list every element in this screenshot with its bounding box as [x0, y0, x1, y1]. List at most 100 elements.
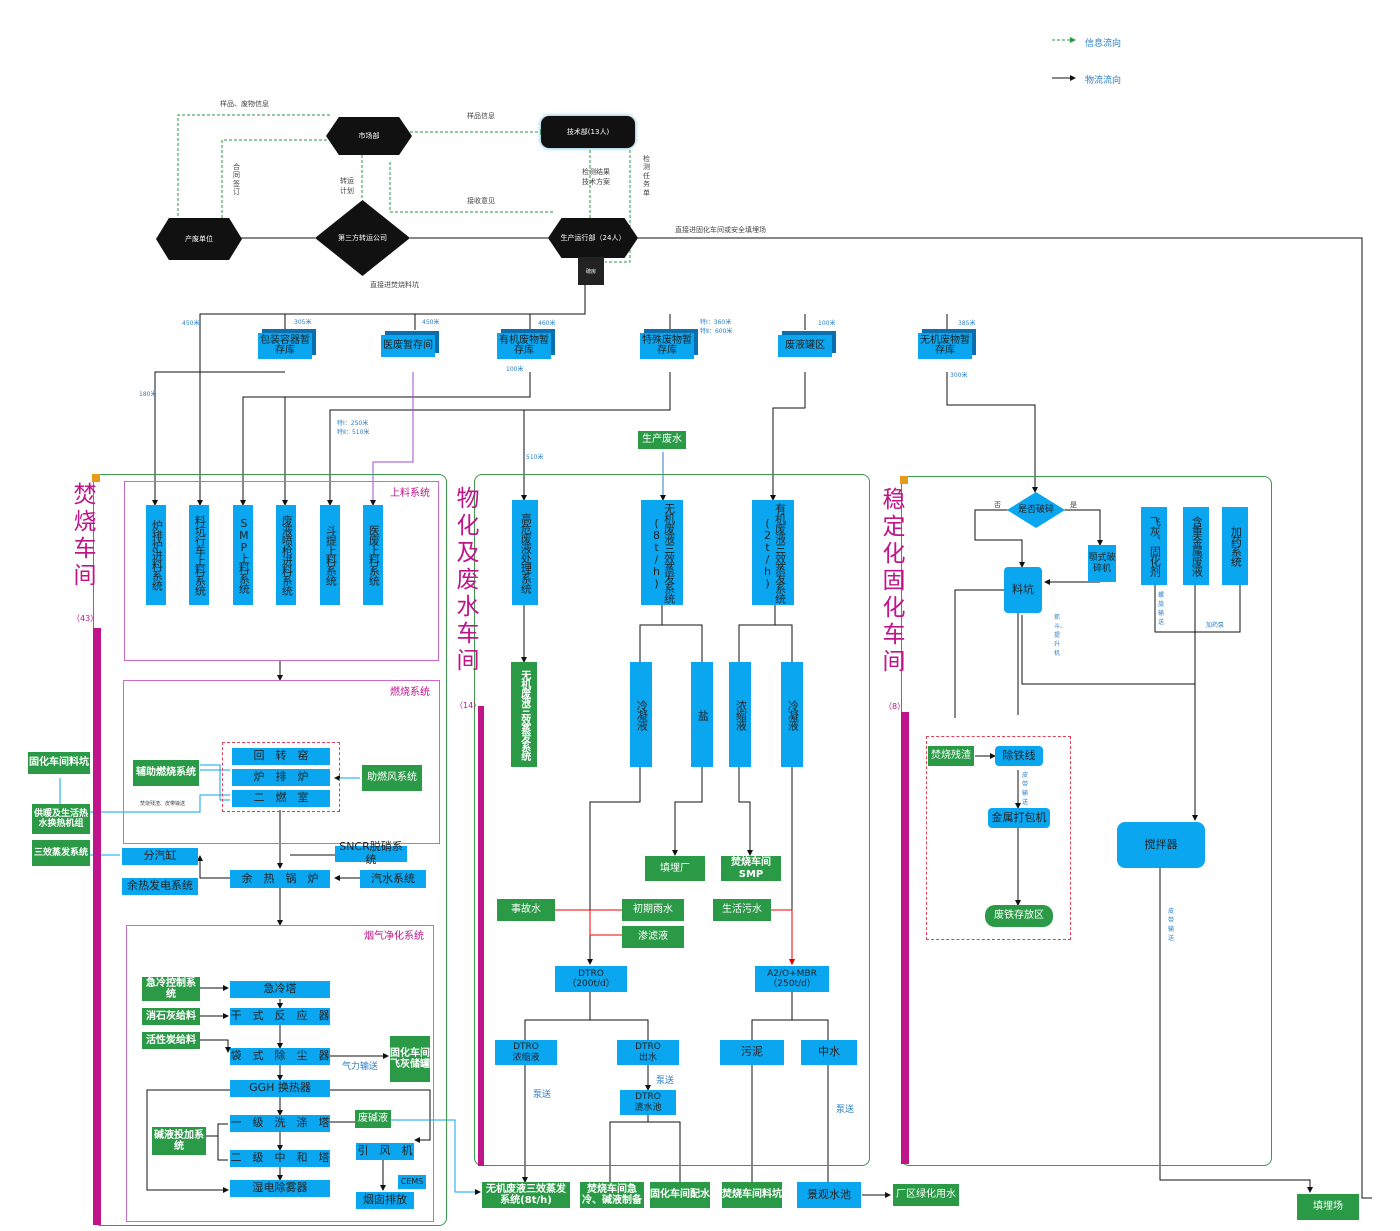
- pump3: 泵送: [836, 1105, 855, 1115]
- boiler[interactable]: 余 热 锅 炉: [230, 870, 330, 888]
- storage-tank[interactable]: 废液罐区: [778, 335, 832, 357]
- out-mix[interactable]: 固化车间配水: [650, 1182, 710, 1208]
- org-evap[interactable]: 有机废液三效蒸发系统(2t/h): [752, 500, 794, 605]
- weigh-node[interactable]: 磅房: [578, 257, 604, 285]
- cems[interactable]: CEMS: [398, 1175, 426, 1189]
- belt-label: 皮带输送: [1022, 772, 1029, 806]
- feed-3[interactable]: 废液喷枪进料系统: [276, 505, 296, 605]
- market-label: 市场部: [358, 132, 380, 140]
- cond2[interactable]: 冷凝液: [781, 662, 803, 767]
- landfill[interactable]: 填埋厂: [645, 856, 705, 881]
- production-node[interactable]: 生产运行部（24人）: [548, 218, 638, 258]
- feed-5[interactable]: 医废上料系统: [363, 505, 383, 605]
- dist-450b: 450米: [422, 319, 440, 326]
- flue-frame: [126, 925, 434, 1222]
- dry-reactor[interactable]: 干 式 反 应 器: [230, 1008, 330, 1025]
- alkali[interactable]: 碱液投加系统: [152, 1127, 206, 1155]
- out-quench[interactable]: 焚烧车间急冷、碱液制备: [580, 1182, 644, 1208]
- solid-pit-box[interactable]: 料坑: [1004, 567, 1042, 613]
- dtro-conc[interactable]: DTRO 浓缩液: [495, 1040, 557, 1065]
- storage-medical[interactable]: 医废暂存间: [381, 335, 435, 357]
- domestic[interactable]: 生活污水: [713, 899, 771, 921]
- dtro-out[interactable]: DTRO 出水: [617, 1040, 679, 1065]
- lime[interactable]: 消石灰给料: [142, 1008, 200, 1025]
- rain[interactable]: 初期雨水: [622, 899, 684, 921]
- salt[interactable]: 盐: [691, 662, 713, 767]
- cylinder[interactable]: 分汽缸: [122, 848, 198, 865]
- wesp[interactable]: 湿电除雾器: [230, 1180, 330, 1197]
- feed-0[interactable]: 炉排炉进料系统: [146, 505, 166, 605]
- air-system[interactable]: 助燃风系统: [362, 765, 422, 791]
- market-node[interactable]: 市场部: [326, 117, 412, 155]
- incin-bar: [93, 628, 101, 1225]
- sncr[interactable]: SNCR脱硝系统: [335, 841, 407, 866]
- wash2[interactable]: 二 级 中 和 塔: [230, 1150, 330, 1167]
- storage-inorganic[interactable]: 无机废物暂存库: [918, 333, 972, 359]
- storage-organic[interactable]: 有机废物暂存库: [497, 333, 551, 359]
- conc[interactable]: 浓缩液: [729, 662, 751, 767]
- dtro[interactable]: DTRO （200t/d）: [555, 966, 627, 992]
- green[interactable]: 厂区绿化用水: [893, 1184, 959, 1206]
- cond1[interactable]: 冷凝液: [630, 662, 652, 767]
- accident[interactable]: 事故水: [497, 899, 555, 921]
- solid-pit[interactable]: 固化车间料坑: [28, 752, 90, 774]
- out-evap[interactable]: 无机废液三效蒸发系统(8t/h): [482, 1182, 570, 1208]
- dist-360: 特Ⅰ：360米 特Ⅱ：600米: [700, 319, 733, 335]
- dosing[interactable]: 加药系统: [1222, 507, 1248, 585]
- storage-special[interactable]: 特殊废物暂存库: [640, 333, 694, 359]
- incin-count: （43）: [72, 614, 99, 623]
- dist-100b: 100米: [506, 366, 524, 373]
- sludge[interactable]: 污泥: [720, 1040, 784, 1065]
- water-count: （14）: [455, 701, 482, 710]
- tech-node[interactable]: 技术部(13人): [541, 116, 635, 148]
- feed-1[interactable]: 料坑行车上料系统: [189, 505, 209, 605]
- ggh[interactable]: GGH 换热器: [230, 1080, 330, 1097]
- incin-corner: [92, 474, 100, 482]
- scrap-area[interactable]: 废铁存放区: [985, 905, 1053, 927]
- high-risk[interactable]: 高危废液处理系统: [512, 500, 538, 605]
- reclaim[interactable]: 中水: [801, 1040, 857, 1065]
- wash1[interactable]: 一 级 洗 涤 塔: [230, 1115, 330, 1132]
- edge-direct-solid: 直接进固化车间或安全填埋场: [675, 226, 766, 234]
- producer-node[interactable]: 产废单位: [156, 218, 242, 260]
- quench[interactable]: 急冷塔: [230, 981, 330, 998]
- pond[interactable]: 景观水池: [797, 1182, 861, 1208]
- storage-pack[interactable]: 包装容器暂存库: [258, 333, 312, 359]
- fly-ash[interactable]: 飞灰、固化剂: [1141, 507, 1167, 585]
- mixer[interactable]: 搅拌器: [1117, 822, 1205, 868]
- bag-filter[interactable]: 袋 式 除 尘 器: [230, 1048, 330, 1065]
- metal-liquid[interactable]: 含重金属废液: [1183, 507, 1209, 585]
- steam[interactable]: 汽水系统: [360, 870, 426, 888]
- tri-evap[interactable]: 三效蒸发系统: [32, 840, 90, 866]
- screw-label: 螺旋输送: [1158, 592, 1165, 626]
- feed-4[interactable]: 斗提上料系统: [320, 505, 340, 605]
- inorg-evap[interactable]: 无机废液三效蒸发系统(8t/h): [641, 500, 683, 605]
- waste-alkali[interactable]: 废碱液: [355, 1110, 391, 1128]
- out-pit[interactable]: 焚烧车间料坑: [722, 1182, 782, 1208]
- carbon[interactable]: 活性炭给料: [142, 1032, 200, 1049]
- kiln[interactable]: 回 转 窑: [232, 748, 330, 765]
- iron-line[interactable]: 除铁线: [995, 746, 1043, 766]
- inorg-out[interactable]: 无机废液三效蒸发系统: [511, 662, 537, 767]
- incin-slag[interactable]: 焚烧残渣: [928, 746, 974, 766]
- fan[interactable]: 引 风 机: [356, 1143, 414, 1160]
- feed-2[interactable]: SMP上料系统: [233, 505, 253, 605]
- leach[interactable]: 渗滤液: [622, 926, 684, 948]
- second-chamber[interactable]: 二 燃 室: [232, 790, 330, 807]
- dtro-pool[interactable]: DTRO 清水池: [620, 1090, 676, 1115]
- aux-burn[interactable]: 辅助燃烧系统: [133, 760, 199, 786]
- ash-tank[interactable]: 固化车间飞灰储罐: [390, 1036, 430, 1082]
- jaw-crusher[interactable]: 颚式破碎机: [1088, 545, 1116, 582]
- mbr[interactable]: A2/O+MBR （250t/d）: [755, 966, 829, 992]
- slag-note: 焚烧残渣、皮带输送: [140, 801, 186, 807]
- baler[interactable]: 金属打包机: [988, 808, 1050, 828]
- prod-water[interactable]: 生产废水: [638, 431, 686, 449]
- fill-site[interactable]: 填埋场: [1297, 1194, 1359, 1220]
- grate[interactable]: 炉 排 炉: [232, 769, 330, 786]
- stack[interactable]: 烟囱排放: [356, 1192, 414, 1209]
- heat-supply[interactable]: 供暖及生活热水换热机组: [32, 804, 90, 834]
- power[interactable]: 余热发电系统: [122, 878, 198, 895]
- quench-ctrl[interactable]: 急冷控制系统: [142, 977, 200, 1001]
- smp[interactable]: 焚烧车间SMP: [721, 856, 781, 881]
